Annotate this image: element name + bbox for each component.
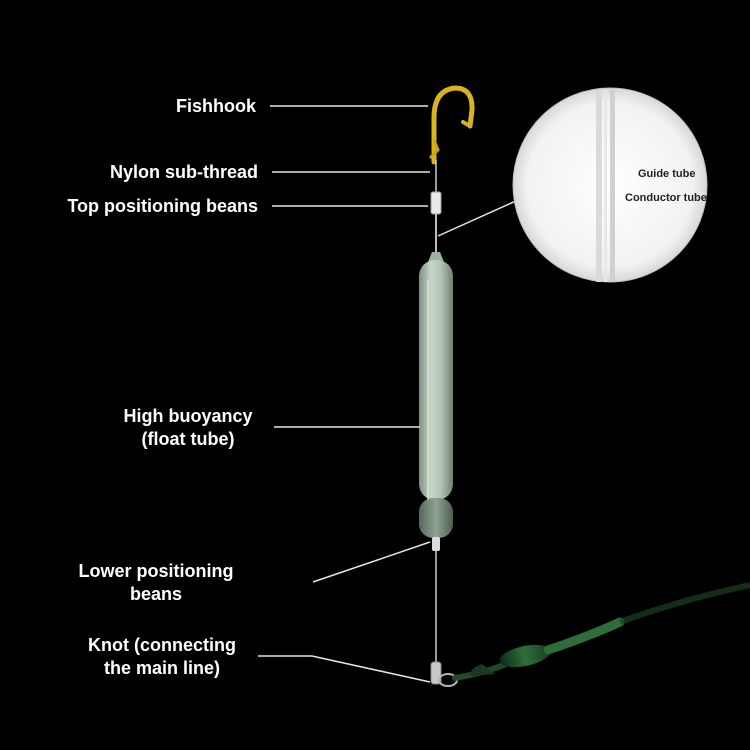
label-nylon-sub-thread: Nylon sub-thread — [109, 162, 258, 182]
label-high-buoyancy-line2: (float tube) — [141, 429, 235, 449]
leader-lines — [258, 105, 431, 683]
label-lower-positioning-line1: Lower positioning — [78, 561, 234, 581]
label-fishhook: Fishhook — [176, 96, 256, 116]
label-lower-positioning-line2: beans — [129, 584, 183, 604]
knot-swivel — [430, 661, 458, 687]
fishhook-shape — [428, 85, 475, 165]
main-line-green — [452, 582, 750, 681]
label-high-buoyancy-line1: High buoyancy — [123, 406, 253, 426]
zoom-inset — [437, 87, 708, 283]
leader-lower-bean — [312, 541, 431, 583]
leader-knot-diagonal — [311, 655, 431, 683]
zoom-label-guide-tube: Guide tube — [638, 168, 696, 180]
top-positioning-bean — [430, 191, 442, 215]
label-knot: Knot (connecting the main line) — [66, 634, 258, 680]
label-knot-line1: Knot (connecting — [88, 635, 236, 655]
label-knot-line2: the main line) — [103, 658, 220, 678]
label-lower-positioning: Lower positioning beans — [56, 560, 256, 606]
zoom-label-conductor-tube: Conductor tube — [625, 192, 707, 204]
label-top-positioning: Top positioning beans — [67, 196, 258, 216]
float-top-cap — [428, 252, 444, 262]
lower-positioning-bean — [432, 537, 440, 551]
float-tube — [419, 260, 453, 500]
label-high-buoyancy: High buoyancy (float tube) — [100, 405, 276, 451]
float-tube-bottom — [419, 498, 453, 538]
